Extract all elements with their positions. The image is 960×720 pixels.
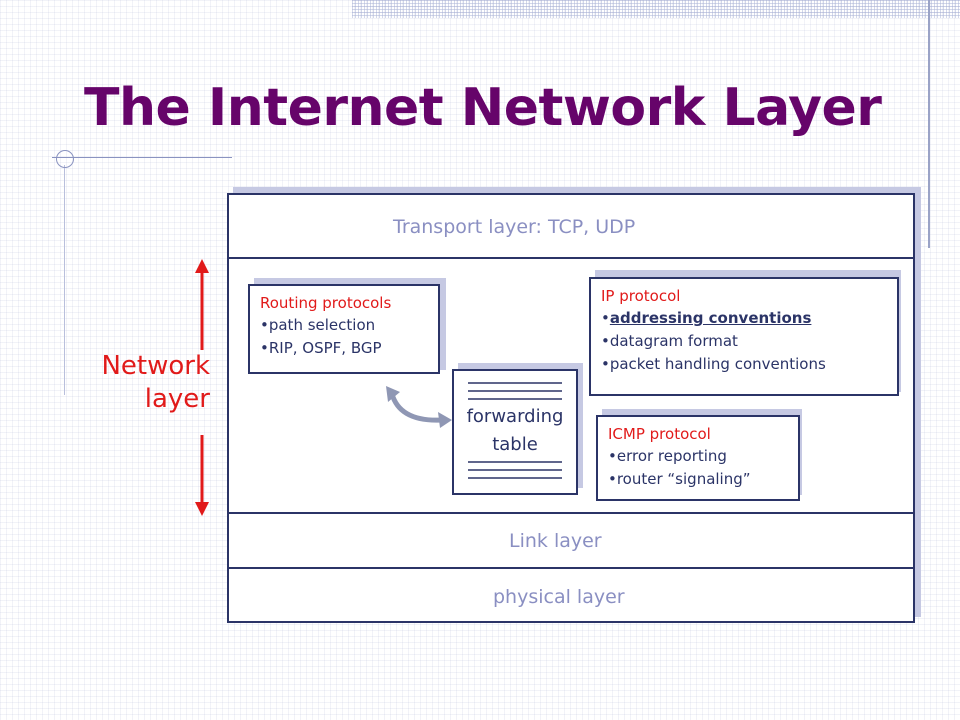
icmp-item: •error reporting	[608, 447, 727, 465]
icmp-protocol-box: ICMP protocol •error reporting •router “…	[596, 415, 800, 501]
forwarding-table-label: forwarding table	[466, 406, 564, 455]
network-layer-arrows	[195, 259, 209, 516]
icmp-item: •router “signaling”	[608, 470, 751, 488]
physical-layer-label: physical layer	[493, 586, 625, 608]
link-layer-label: Link layer	[509, 530, 602, 552]
addressing-conventions-text: addressing conventions	[609, 309, 812, 327]
top-hatch-decoration	[352, 0, 960, 18]
left-vertical-rule	[64, 165, 65, 395]
transport-layer-label: Transport layer: TCP, UDP	[393, 216, 636, 238]
routing-item: •path selection	[260, 316, 376, 334]
ip-item: •packet handling conventions	[601, 355, 826, 373]
ip-item: •datagram format	[601, 332, 738, 350]
curved-arrow-icon	[386, 386, 452, 428]
routing-protocols-box: Routing protocols •path selection •RIP, …	[248, 284, 440, 374]
routing-item: •RIP, OSPF, BGP	[260, 339, 382, 357]
link-divider-bottom	[229, 567, 913, 569]
ip-title: IP protocol	[601, 287, 681, 305]
forwarding-table-lines	[468, 382, 562, 479]
slide-title: The Internet Network Layer	[84, 78, 882, 138]
title-circle-decoration	[56, 150, 74, 168]
title-rule	[52, 157, 232, 158]
routing-title: Routing protocols	[260, 294, 392, 312]
network-layer-label: Network layer	[101, 351, 210, 414]
transport-divider	[229, 257, 913, 259]
right-vertical-rule	[928, 0, 930, 248]
ip-item: •addressing conventions	[601, 309, 812, 327]
forwarding-table-box	[452, 369, 578, 495]
link-divider-top	[229, 512, 913, 514]
ip-protocol-box: IP protocol •addressing conventions •dat…	[589, 277, 899, 396]
icmp-title: ICMP protocol	[608, 425, 711, 443]
